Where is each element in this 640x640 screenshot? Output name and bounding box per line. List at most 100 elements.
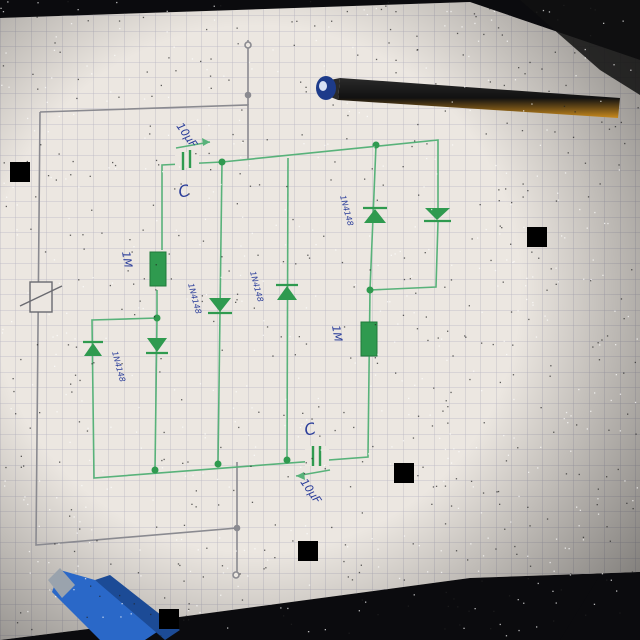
noise-speck	[56, 497, 58, 499]
noise-speck	[212, 191, 215, 193]
noise-speck	[65, 178, 67, 180]
noise-speck	[241, 599, 244, 601]
noise-speck	[335, 249, 337, 251]
noise-speck	[441, 338, 443, 340]
noise-speck	[352, 46, 354, 49]
noise-speck	[594, 392, 596, 394]
noise-speck	[510, 243, 512, 245]
noise-speck	[243, 255, 246, 257]
noise-speck	[182, 426, 184, 428]
noise-speck	[422, 466, 424, 468]
noise-speck	[442, 410, 444, 412]
noise-speck	[501, 227, 503, 229]
noise-speck	[52, 336, 54, 338]
noise-speck	[156, 220, 158, 222]
noise-speck	[575, 75, 577, 77]
noise-speck	[517, 447, 519, 449]
noise-speck	[86, 616, 88, 618]
noise-speck	[184, 475, 187, 477]
noise-speck	[263, 320, 265, 322]
noise-speck	[444, 448, 447, 451]
noise-speck	[291, 21, 293, 23]
noise-speck	[241, 142, 243, 144]
noise-speck	[426, 143, 428, 145]
noise-speck	[180, 538, 183, 541]
noise-speck	[499, 225, 501, 227]
noise-speck	[297, 436, 299, 438]
noise-speck	[77, 9, 79, 11]
noise-speck	[79, 528, 81, 530]
noise-speck	[623, 318, 625, 320]
noise-speck	[37, 88, 39, 90]
noise-speck	[401, 380, 403, 382]
marker-pen	[48, 568, 180, 640]
noise-speck	[619, 612, 621, 614]
noise-speck	[82, 234, 84, 236]
noise-speck	[525, 285, 527, 287]
noise-speck	[299, 426, 302, 429]
noise-speck	[434, 158, 436, 160]
noise-speck	[324, 144, 326, 147]
noise-speck	[220, 446, 222, 449]
noise-speck	[599, 183, 601, 185]
noise-speck	[572, 136, 575, 138]
noise-speck	[358, 571, 361, 574]
noise-speck	[138, 307, 140, 309]
noise-speck	[557, 192, 559, 194]
noise-speck	[20, 358, 22, 361]
noise-speck	[539, 144, 542, 146]
noise-speck	[439, 437, 441, 439]
noise-speck	[438, 345, 440, 347]
noise-speck	[33, 130, 36, 132]
noise-speck	[51, 77, 53, 79]
noise-speck	[574, 52, 576, 54]
noise-speck	[105, 337, 107, 339]
noise-speck	[199, 383, 202, 385]
noise-speck	[536, 11, 538, 13]
noise-speck	[67, 344, 70, 346]
noise-speck	[382, 165, 384, 167]
noise-speck	[86, 65, 88, 67]
noise-speck	[606, 476, 608, 478]
noise-speck	[4, 480, 6, 482]
noise-speck	[2, 11, 5, 13]
noise-speck	[201, 300, 203, 303]
noise-speck	[210, 169, 212, 171]
noise-speck	[74, 338, 76, 340]
noise-speck	[511, 201, 513, 204]
noise-speck	[77, 565, 79, 567]
noise-speck	[449, 433, 451, 435]
noise-speck	[119, 28, 121, 30]
noise-speck	[187, 609, 190, 612]
noise-speck	[133, 246, 135, 248]
noise-speck	[121, 363, 123, 365]
noise-speck	[20, 455, 22, 457]
noise-speck	[93, 362, 95, 364]
noise-speck	[315, 244, 317, 246]
noise-speck	[554, 131, 556, 133]
noise-speck	[175, 539, 178, 541]
noise-speck	[221, 256, 223, 258]
noise-speck	[414, 384, 416, 386]
noise-speck	[277, 70, 279, 73]
noise-speck	[574, 111, 576, 113]
noise-speck	[497, 27, 500, 29]
noise-speck	[295, 263, 297, 265]
noise-speck	[471, 238, 473, 240]
noise-speck	[290, 529, 292, 532]
noise-speck	[70, 383, 72, 385]
noise-speck	[70, 509, 73, 511]
noise-speck	[155, 264, 157, 266]
noise-speck	[601, 121, 603, 123]
noise-speck	[131, 374, 133, 377]
noise-speck	[512, 261, 514, 264]
noise-speck	[349, 486, 352, 488]
noise-speck	[447, 605, 449, 608]
noise-speck	[37, 2, 39, 4]
noise-speck	[369, 235, 371, 237]
noise-speck	[258, 184, 261, 186]
noise-speck	[27, 610, 29, 613]
noise-speck	[388, 42, 390, 44]
noise-speck	[346, 102, 348, 104]
noise-speck	[253, 454, 255, 456]
